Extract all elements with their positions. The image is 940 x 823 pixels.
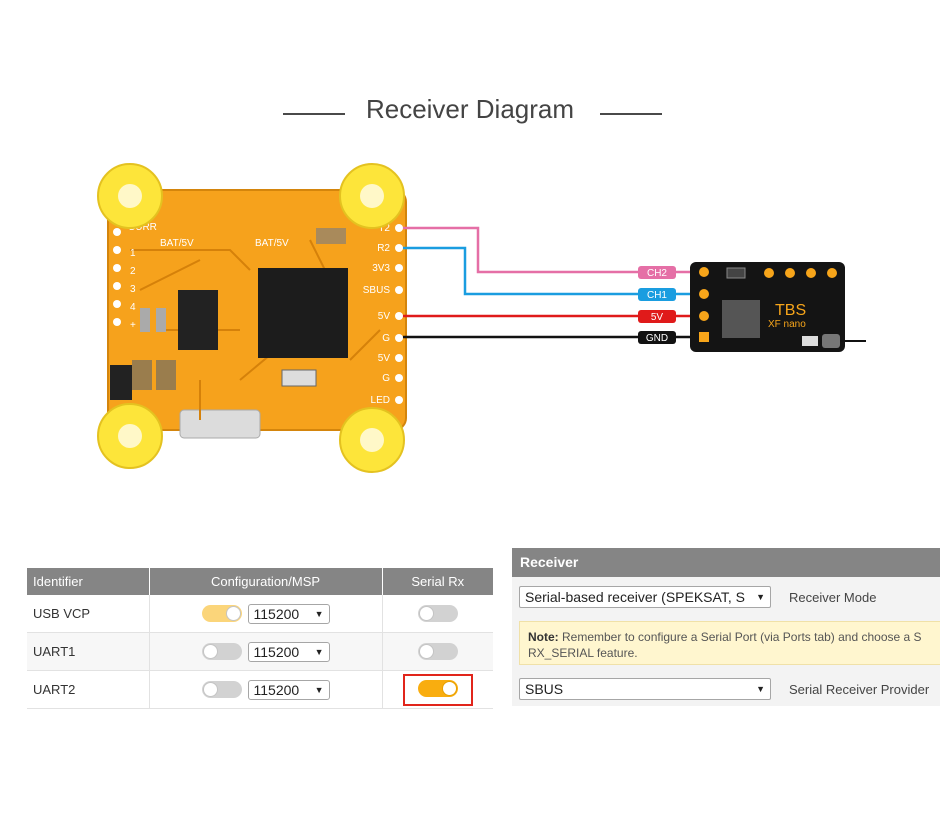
pad-label-led: LED	[371, 395, 390, 406]
wire-tag-ch1: CH1	[647, 290, 667, 301]
usb-connector	[179, 409, 261, 439]
note-text-2: RX_SERIAL feature.	[528, 646, 638, 660]
ports-table-header: Identifier Configuration/MSP Serial Rx	[27, 568, 493, 595]
receiver-note: Note: Remember to configure a Serial Por…	[519, 621, 940, 665]
page-title: Receiver Diagram	[365, 94, 575, 124]
port-identifier: USB VCP	[33, 606, 91, 621]
pad-label-1: 1	[130, 248, 136, 259]
pad-label-5v-2: 5V	[378, 353, 391, 364]
serial-rx-toggle[interactable]	[417, 679, 458, 697]
serial-rx-toggle[interactable]	[417, 643, 458, 660]
pad-label-t2: T2	[378, 223, 390, 234]
pad-label-2: 2	[130, 266, 136, 277]
mounting-grommets	[97, 163, 405, 473]
baud-select[interactable]: 115200 ▼	[247, 641, 330, 662]
chip-small	[178, 290, 218, 350]
receiver-mode-row: Serial-based receiver (SPEKSAT, S ▼ Recei…	[519, 586, 876, 608]
baud-value: 115200	[253, 643, 300, 660]
msp-toggle[interactable]	[201, 643, 242, 660]
caret-down-icon: ▼	[756, 592, 765, 602]
col-header-serial-rx: Serial Rx	[382, 568, 493, 595]
wire-ch2	[403, 226, 700, 274]
msp-toggle[interactable]	[201, 605, 242, 622]
msp-toggle[interactable]	[201, 681, 242, 698]
receiver-wiring-diagram: CURR BAT/5V BAT/5V 1 2 3 4 + T2 R2 3V3 S…	[97, 163, 866, 473]
note-bold: Note:	[528, 630, 559, 644]
caret-down-icon: ▼	[756, 684, 765, 694]
serial-rx-toggle[interactable]	[417, 605, 458, 622]
receiver-mode-value: Serial-based receiver (SPEKSAT, S	[525, 589, 745, 605]
title-rule-left	[283, 113, 345, 115]
wire-ch1	[403, 246, 700, 296]
pad-label-3v3: 3V3	[372, 263, 390, 274]
receiver-settings-panel: Receiver Serial-based receiver (SPEKSAT,…	[512, 548, 940, 706]
flight-controller-board: CURR BAT/5V BAT/5V 1 2 3 4 + T2 R2 3V3 S…	[97, 163, 407, 473]
pad-label-g-2: G	[382, 373, 390, 384]
serial-rx-highlight	[402, 673, 473, 706]
wire-tag-5v: 5V	[651, 312, 664, 323]
baud-select[interactable]: 115200 ▼	[247, 679, 330, 700]
col-header-identifier: Identifier	[27, 568, 150, 595]
baud-value: 115200	[253, 681, 300, 698]
ports-table: Identifier Configuration/MSP Serial Rx U…	[27, 568, 493, 709]
serial-provider-row: SBUS ▼ Serial Receiver Provider	[519, 678, 929, 700]
pad-label-g: G	[382, 333, 390, 344]
receiver-brand: TBS	[775, 302, 806, 319]
pad-label-sbus: SBUS	[363, 285, 391, 296]
caret-down-icon: ▼	[314, 646, 324, 657]
caret-down-icon: ▼	[314, 608, 324, 619]
pad-label-r2: R2	[377, 243, 390, 254]
receiver-model: XF nano	[768, 319, 806, 330]
pad-label-4: 4	[130, 302, 136, 313]
bat-label-right: BAT/5V	[255, 238, 289, 249]
col-header-configuration: Configuration/MSP	[149, 568, 383, 595]
table-row: UART1 115200 ▼	[27, 632, 493, 671]
receiver-panel-header: Receiver	[512, 548, 940, 577]
title-rule-right	[600, 113, 662, 115]
caret-down-icon: ▼	[314, 684, 324, 695]
port-identifier: UART1	[33, 644, 76, 659]
receiver-mode-select[interactable]: Serial-based receiver (SPEKSAT, S ▼	[519, 586, 771, 608]
serial-provider-label: Serial Receiver Provider	[789, 681, 930, 697]
title-block: Receiver Diagram	[0, 94, 940, 130]
serial-provider-value: SBUS	[525, 681, 564, 697]
bat-label-left: BAT/5V	[160, 238, 194, 249]
mcu-chip	[258, 268, 348, 358]
serial-provider-select[interactable]: SBUS ▼	[519, 678, 771, 700]
wire-tag-gnd: GND	[646, 333, 668, 344]
table-row: USB VCP 115200 ▼	[27, 595, 493, 633]
receiver-mode-label: Receiver Mode	[789, 589, 877, 605]
tbs-receiver-module: TBS XF nano	[690, 262, 866, 352]
note-text: Remember to configure a Serial Port (via…	[558, 630, 922, 644]
baud-value: 115200	[253, 605, 300, 622]
baud-select[interactable]: 115200 ▼	[247, 603, 330, 624]
table-row: UART2 115200 ▼	[27, 670, 493, 709]
pad-label-curr: CURR	[128, 222, 157, 233]
port-identifier: UART2	[33, 682, 76, 697]
pad-label-5v: 5V	[378, 311, 391, 322]
pad-label-plus: +	[130, 320, 136, 331]
wire-tag-ch2: CH2	[647, 268, 667, 279]
pad-label-3: 3	[130, 284, 136, 295]
